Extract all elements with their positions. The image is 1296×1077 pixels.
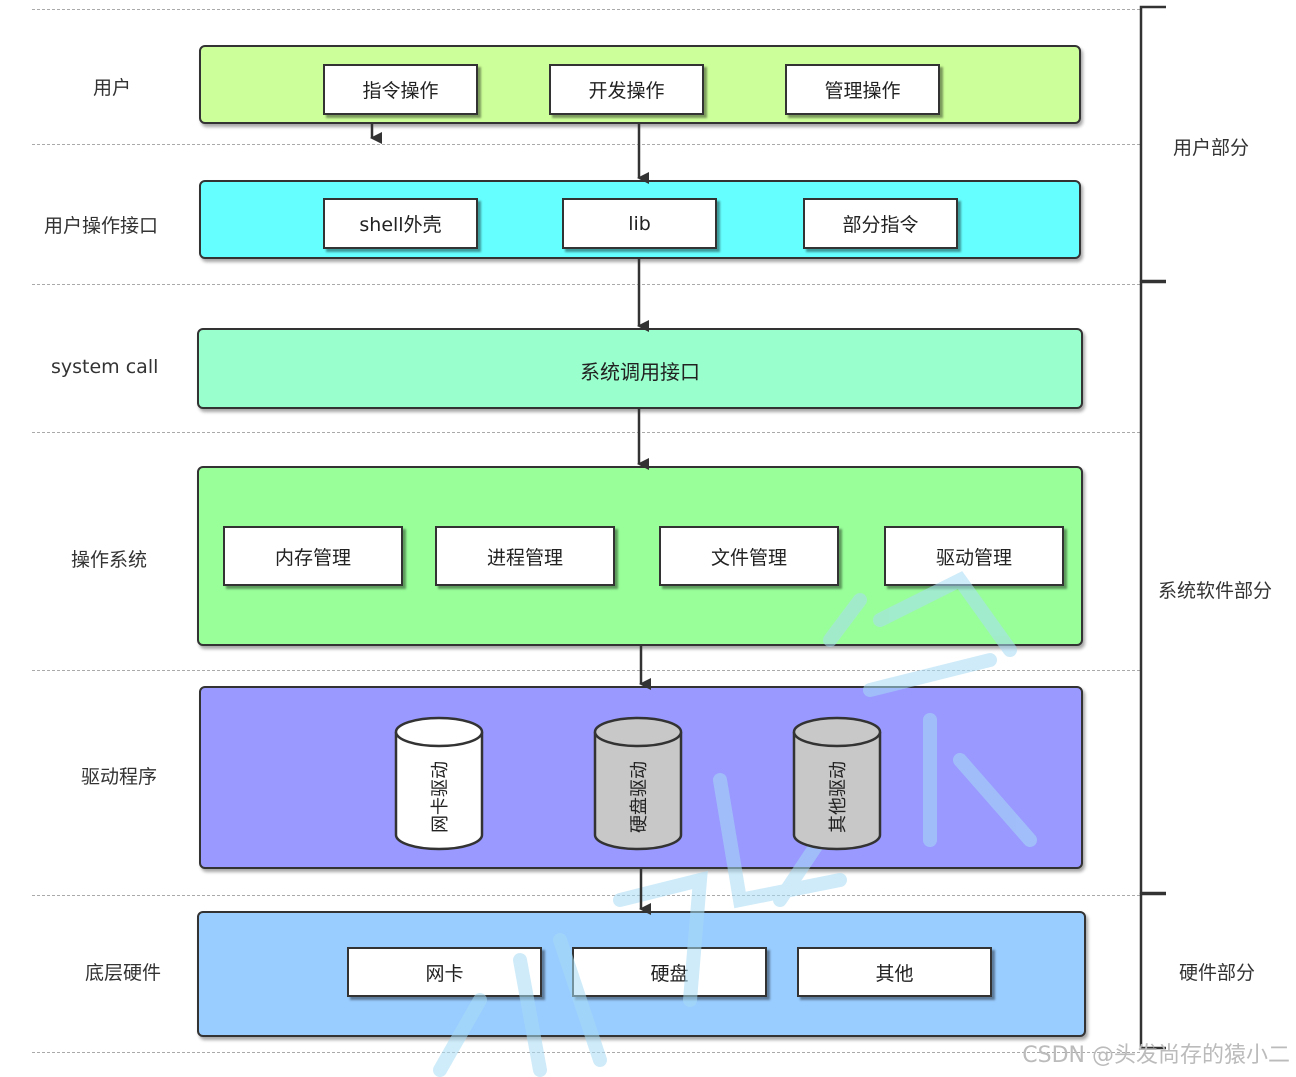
bracket-hardware-part <box>1139 892 1166 1050</box>
user-item-manage: 管理操作 <box>785 64 940 115</box>
interface-item-lib: lib <box>562 198 717 249</box>
row-label-user-interface: 用户操作接口 <box>44 215 159 237</box>
separator-line <box>32 1052 1140 1053</box>
row-label-user: 用户 <box>93 77 132 99</box>
row-label-os: 操作系统 <box>71 549 148 571</box>
user-layer: 指令操作 开发操作 管理操作 <box>199 45 1081 124</box>
hardware-item-other: 其他 <box>797 947 992 997</box>
row-label-hardware: 底层硬件 <box>85 962 162 984</box>
separator-line <box>32 670 1140 671</box>
csdn-watermark: CSDN @头发尚存的猿小二 <box>1022 1043 1290 1068</box>
cylinder-label-disk: 硬盘驱动 <box>629 761 650 833</box>
separator-line <box>32 144 1140 145</box>
cylinder-other-driver: 其他驱动 <box>792 716 882 851</box>
interface-item-commands: 部分指令 <box>803 198 958 249</box>
user-item-command: 指令操作 <box>323 64 478 115</box>
syscall-label: 系统调用接口 <box>580 360 700 384</box>
bracket-label-hardware-part: 硬件部分 <box>1179 962 1256 984</box>
cylinder-label-nic: 网卡驱动 <box>430 761 451 833</box>
bracket-label-user-part: 用户部分 <box>1173 137 1250 159</box>
hardware-item-disk: 硬盘 <box>572 947 767 997</box>
os-item-file: 文件管理 <box>659 526 839 586</box>
os-item-driver: 驱动管理 <box>884 526 1064 586</box>
separator-line <box>32 9 1140 10</box>
user-item-develop: 开发操作 <box>549 64 704 115</box>
os-item-process: 进程管理 <box>435 526 615 586</box>
separator-line <box>32 895 1140 896</box>
cylinder-disk-driver: 硬盘驱动 <box>593 716 683 851</box>
separator-line <box>32 432 1140 433</box>
row-label-driver: 驱动程序 <box>81 766 158 788</box>
background-watermark <box>433 571 1037 1077</box>
interface-item-shell: shell外壳 <box>323 198 478 249</box>
hardware-item-nic: 网卡 <box>347 947 542 997</box>
bracket-label-system-part: 系统软件部分 <box>1158 580 1273 602</box>
row-label-system-call: system call <box>51 356 159 378</box>
separator-line <box>32 284 1140 285</box>
cylinder-label-other: 其他驱动 <box>828 761 849 833</box>
os-layer: 内存管理 进程管理 文件管理 驱动管理 <box>197 466 1083 646</box>
bracket-user-part <box>1139 5 1166 283</box>
hardware-layer: 网卡 硬盘 其他 <box>197 911 1086 1037</box>
os-item-memory: 内存管理 <box>223 526 403 586</box>
cylinder-nic-driver: 网卡驱动 <box>394 716 484 851</box>
